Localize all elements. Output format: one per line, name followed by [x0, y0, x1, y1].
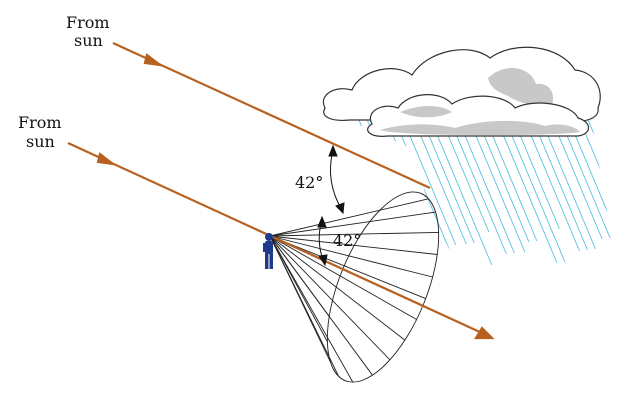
rain-streak	[529, 113, 588, 251]
rain-streak	[566, 115, 612, 261]
cone-ray	[269, 211, 436, 237]
rain-streak	[447, 113, 507, 255]
person-icon	[263, 233, 273, 269]
rain-streak	[539, 115, 596, 250]
sun-rays	[67, 41, 495, 340]
from-sun-bottom-label-line1: From	[18, 113, 62, 132]
observer-arm	[263, 243, 266, 252]
rain-streak	[493, 112, 558, 264]
from-sun-bottom-label-line2: sun	[26, 132, 55, 151]
angle-top-label: 42°	[295, 173, 323, 192]
rain-streak	[585, 113, 612, 227]
cloud-shade-shape	[488, 67, 554, 106]
angle-arc-top-arrow-up	[328, 144, 338, 157]
from-sun-top-label-line2: sun	[74, 31, 103, 50]
rain-streak	[594, 115, 612, 249]
rainbow-cone	[269, 191, 440, 383]
cone-ray	[269, 235, 433, 278]
sun-ray-bottom	[67, 142, 483, 334]
cone-ray	[269, 235, 417, 320]
sun-ray-top	[112, 41, 431, 190]
sun-ray-top-midarrow	[143, 53, 164, 67]
from-sun-top-label-line1: From	[66, 13, 110, 32]
rain-streak	[502, 113, 566, 263]
angle-markers	[317, 144, 345, 267]
rain-streak	[428, 115, 493, 266]
sun-ray-bottom-midarrow	[96, 152, 117, 166]
cone-ray	[269, 198, 429, 237]
cone-ray	[269, 235, 328, 342]
cone-ray	[269, 235, 391, 361]
cone-ray	[269, 235, 406, 341]
cloud-icon	[322, 46, 601, 137]
cloud-inner-shade	[400, 106, 452, 118]
cone-ray	[269, 235, 438, 255]
angle-arc-top	[329, 149, 343, 211]
cone-ray	[269, 231, 439, 237]
cone-ray	[269, 235, 331, 363]
angle-bottom-label: 42°	[333, 231, 361, 250]
cloud-front-shade	[380, 120, 580, 136]
observer-body	[265, 241, 273, 254]
cone-base-ellipse	[326, 191, 440, 383]
angle-arc-top-arrow-down	[335, 202, 345, 215]
observer-leg-right	[269, 253, 273, 269]
cone-ray	[269, 235, 354, 383]
angle-arc-bottom-arrow-down	[318, 254, 328, 267]
sun-ray-bottom-arrowhead	[474, 326, 495, 340]
rain-streak	[401, 115, 457, 246]
cone-ray	[269, 235, 330, 317]
rain-streak	[456, 115, 515, 254]
angle-arc-bottom-arrow-up	[317, 215, 327, 228]
observer-head	[265, 233, 273, 241]
observer-leg-left	[265, 253, 269, 269]
rain-streak	[483, 115, 538, 242]
